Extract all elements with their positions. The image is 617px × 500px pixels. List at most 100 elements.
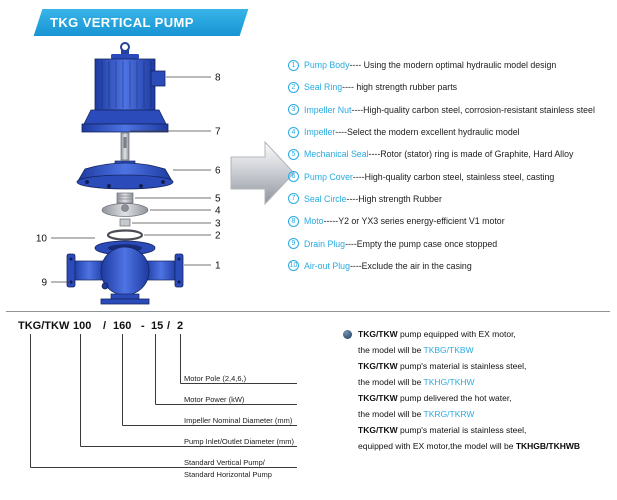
pump-cover <box>76 160 174 190</box>
model-notes: TKG/TKW pump equipped with EX motor, the… <box>358 326 612 454</box>
diagram-callout-2: 2 <box>215 231 221 242</box>
part-description: ----High-quality carbon steel, stainless… <box>352 171 555 182</box>
circled-number-icon: 6 <box>288 171 299 183</box>
parts-list: 1 Pump Body ---- Using the modern optima… <box>288 54 614 277</box>
parts-list-item: 1 Pump Body ---- Using the modern optima… <box>288 54 614 76</box>
model-code-inlet-diameter: 100 <box>73 320 92 332</box>
parts-list-item: 2 Seal Ring ---- high strength rubber pa… <box>288 76 614 98</box>
part-description: ----High strength Rubber <box>346 193 442 204</box>
note-text: equipped with EX motor,the model will be <box>358 441 516 451</box>
parts-list-item: 7 Seal Circle ----High strength Rubber <box>288 188 614 210</box>
part-description: ----Exclude the air in the casing <box>349 260 472 271</box>
part-description: ---- high strength rubber parts <box>342 82 458 93</box>
model-code-impeller-diameter: 160 <box>113 320 132 332</box>
circled-number-icon: 9 <box>288 238 299 250</box>
note-line: the model will be TKRG/TKRW <box>358 406 612 422</box>
diagram-callout-3: 3 <box>215 219 221 230</box>
note-line: TKG/TKW pump equipped with EX motor, <box>358 326 612 342</box>
section-divider <box>6 311 610 312</box>
parts-list-item: 4 Impeller ----Select the modern excelle… <box>288 121 614 143</box>
note-model: TKHG/TKHW <box>423 377 475 387</box>
circled-number-icon: 4 <box>288 126 299 138</box>
note-text: the model will be <box>358 345 424 355</box>
model-code-motor-power: 15 <box>151 320 164 332</box>
note-text: pump delivered the hot water, <box>397 393 512 403</box>
motor <box>81 42 169 133</box>
diagram-callout-1: 1 <box>215 261 221 272</box>
impeller-nut <box>119 218 131 227</box>
circled-number-icon: 3 <box>288 104 299 116</box>
seal-circle-oring <box>106 229 144 241</box>
part-name: Air-out Plug <box>304 260 350 271</box>
note-series: TKG/TKW <box>358 393 398 403</box>
pump-body <box>66 240 184 305</box>
part-name: Seal Circle <box>304 193 347 204</box>
parts-list-item: 9 Drain Plug ----Empty the pump case onc… <box>288 232 614 254</box>
mechanical-seal <box>116 192 134 204</box>
model-code-motor-pole: 2 <box>177 320 184 332</box>
note-line: the model will be TKHG/TKHW <box>358 374 612 390</box>
code-label-impeller-diameter: Impeller Nominal Diameter (mm) <box>184 416 293 425</box>
diagram-callout-5: 5 <box>215 194 221 205</box>
page-title: TKG VERTICAL PUMP <box>50 15 194 30</box>
code-label-inlet-outlet: Pump Inlet/Outlet Diameter (mm) <box>184 437 295 446</box>
note-line: TKG/TKW pump delivered the hot water, <box>358 390 612 406</box>
note-series: TKG/TKW <box>358 361 398 371</box>
note-model: TKRG/TKRW <box>423 409 475 419</box>
model-code-separator: / <box>167 320 171 332</box>
note-line: equipped with EX motor,the model will be… <box>358 438 612 454</box>
shaft <box>120 132 130 161</box>
note-series: TKG/TKW <box>358 425 398 435</box>
parts-list-item: 10 Air-out Plug ----Exclude the air in t… <box>288 255 614 277</box>
part-description: ----Empty the pump case once stopped <box>345 238 498 249</box>
note-text: pump's material is stainless steel, <box>397 361 527 371</box>
note-text: pump's material is stainless steel, <box>397 425 527 435</box>
part-name: Pump Cover <box>304 171 353 182</box>
circled-number-icon: 5 <box>288 148 299 160</box>
parts-list-item: 8 Moto -----Y2 or YX3 series energy-effi… <box>288 210 614 232</box>
code-label-motor-pole: Motor Pole (2,4,6,) <box>184 374 247 383</box>
circled-number-icon: 8 <box>288 215 299 227</box>
note-text: the model will be <box>358 409 424 419</box>
parts-list-item: 5 Mechanical Seal ----Rotor (stator) rin… <box>288 143 614 165</box>
part-description: ----High-quality carbon steel, corrosion… <box>351 104 595 115</box>
note-line: TKG/TKW pump's material is stainless ste… <box>358 358 612 374</box>
code-label-standard-vertical: Standard Vertical Pump/ <box>184 458 265 467</box>
circled-number-icon: 7 <box>288 193 299 205</box>
diagram-callout-9: 9 <box>41 278 47 289</box>
impeller <box>101 203 149 217</box>
code-label-motor-power: Motor Power (kW) <box>184 395 245 404</box>
diagram-callout-8: 8 <box>215 73 221 84</box>
part-name: Drain Plug <box>304 238 346 249</box>
pump-exploded-diagram: 8 7 6 5 4 3 2 1 10 9 <box>36 42 221 305</box>
part-name: Seal Ring <box>304 82 343 93</box>
part-name: Mechanical Seal <box>304 149 369 160</box>
part-name: Pump Body <box>304 60 350 71</box>
part-description: ----Rotor (stator) ring is made of Graph… <box>368 149 574 160</box>
diagram-callout-10: 10 <box>36 234 48 245</box>
model-code-tree-lines <box>30 334 297 468</box>
callout-numbers: 8 7 6 5 4 3 2 1 10 9 <box>36 73 221 289</box>
circled-number-icon: 1 <box>288 59 299 71</box>
diagram-callout-7: 7 <box>215 127 221 138</box>
code-label-standard-horizontal: Standard Horizontal Pump <box>184 470 272 479</box>
model-code-separator: / <box>103 320 107 332</box>
part-description: -----Y2 or YX3 series energy-efficient V… <box>323 216 505 227</box>
diagram-callout-4: 4 <box>215 206 221 217</box>
direction-arrow-icon <box>230 140 295 206</box>
part-description: ----Select the modern excellent hydrauli… <box>335 127 520 138</box>
part-description: ---- Using the modern optimal hydraulic … <box>349 60 557 71</box>
part-name: Moto <box>304 216 324 227</box>
circled-number-icon: 10 <box>288 260 299 272</box>
part-name: Impeller <box>304 127 336 138</box>
callout-leader-lines <box>51 76 211 283</box>
part-name: Impeller Nut <box>304 104 352 115</box>
note-series: TKG/TKW <box>358 329 398 339</box>
parts-list-item: 3 Impeller Nut ----High-quality carbon s… <box>288 99 614 121</box>
model-code-series: TKG/TKW <box>18 320 70 332</box>
note-model: TKBG/TKBW <box>423 345 474 355</box>
note-line: the model will be TKBG/TKBW <box>358 342 612 358</box>
note-model: TKHGB/TKHWB <box>515 441 581 451</box>
circled-number-icon: 2 <box>288 81 299 93</box>
